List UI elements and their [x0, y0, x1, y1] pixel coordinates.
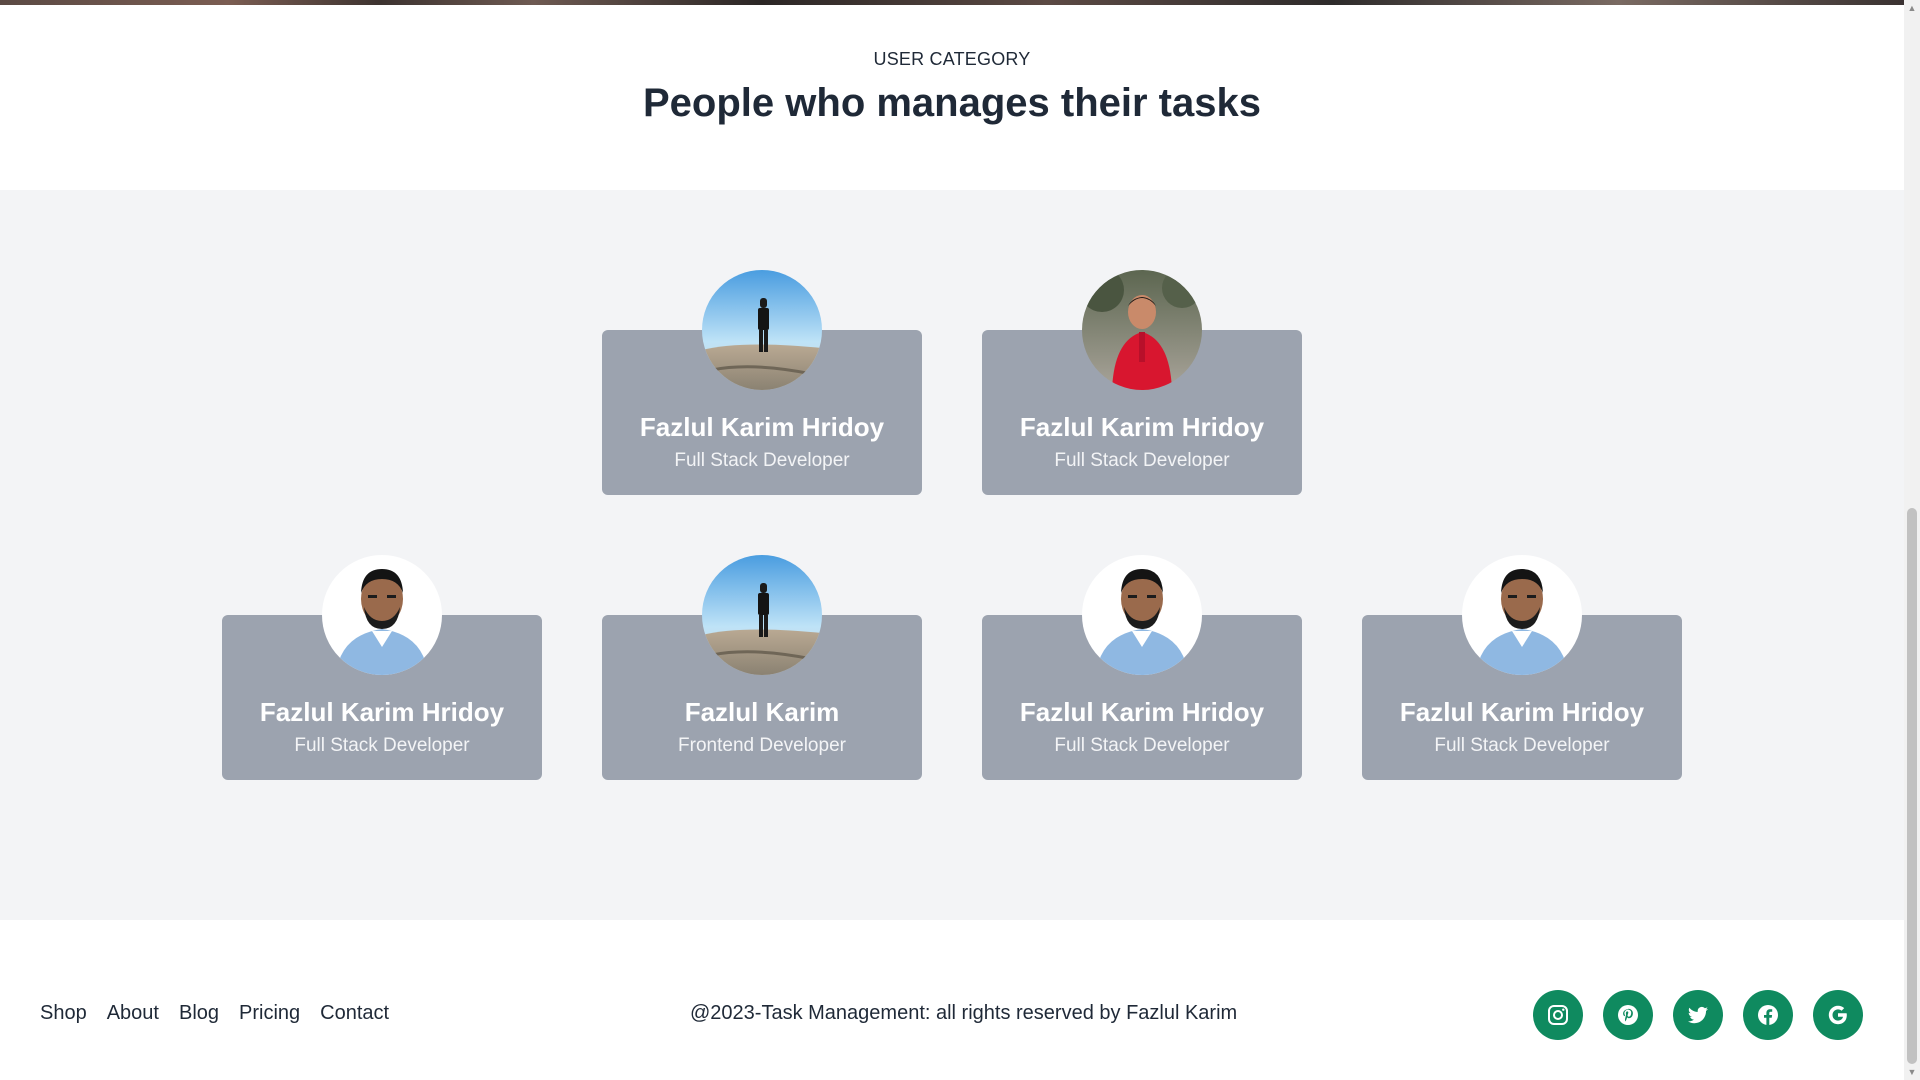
user-name: Fazlul Karim Hridoy [639, 412, 885, 442]
section-eyebrow: USER CATEGORY [873, 49, 1031, 69]
scroll-up-arrow-icon[interactable]: ▲ [1907, 3, 1917, 13]
footer-link-blog[interactable]: Blog [178, 1002, 220, 1024]
section-header: USER CATEGORY People who manages their t… [0, 5, 1904, 190]
portrait-blue-shirt-photo-icon [1082, 555, 1202, 675]
pinterest-icon [1618, 1005, 1638, 1025]
google-icon [1828, 1005, 1847, 1025]
red-shirt-photo-icon [1082, 270, 1202, 390]
user-avatar [1462, 555, 1582, 675]
beach-photo-icon [702, 555, 822, 675]
footer-nav: Shop About Blog Pricing Contact [40, 1002, 389, 1025]
user-avatar [1082, 270, 1202, 390]
user-role: Full Stack Developer [674, 450, 850, 471]
beach-photo-icon [702, 270, 822, 390]
footer-link-about[interactable]: About [106, 1002, 159, 1024]
user-name: Fazlul Karim Hridoy [1019, 697, 1265, 727]
user-card[interactable]: Fazlul Karim Hridoy Full Stack Developer [602, 330, 922, 495]
social-links [1533, 990, 1863, 1040]
user-role: Full Stack Developer [1054, 450, 1230, 471]
instagram-icon [1548, 1005, 1568, 1025]
facebook-button[interactable] [1743, 990, 1793, 1040]
portrait-blue-shirt-photo-icon [322, 555, 442, 675]
copyright-text: @2023-Task Management: all rights reserv… [690, 1002, 1238, 1024]
user-avatar [1082, 555, 1202, 675]
user-avatar [322, 555, 442, 675]
footer-link-shop[interactable]: Shop [40, 1002, 87, 1024]
twitter-button[interactable] [1673, 990, 1723, 1040]
section-title: People who manages their tasks [643, 81, 1261, 125]
user-avatar [702, 555, 822, 675]
user-name: Fazlul Karim Hridoy [1399, 697, 1645, 727]
footer: Shop About Blog Pricing Contact @2023-Ta… [0, 920, 1904, 1080]
user-name: Fazlul Karim Hridoy [259, 697, 505, 727]
vertical-scrollbar[interactable]: ▲ ▼ [1904, 0, 1920, 1080]
footer-link-contact[interactable]: Contact [320, 1002, 390, 1024]
user-avatar [702, 270, 822, 390]
instagram-button[interactable] [1533, 990, 1583, 1040]
user-role: Full Stack Developer [294, 735, 470, 756]
google-button[interactable] [1813, 990, 1863, 1040]
facebook-icon [1758, 1005, 1778, 1025]
twitter-icon [1688, 1006, 1708, 1024]
user-name: Fazlul Karim [684, 697, 840, 727]
user-cards-section: Fazlul Karim Hridoy Full Stack Developer… [0, 190, 1904, 920]
footer-link-pricing[interactable]: Pricing [239, 1002, 301, 1024]
scrollbar-thumb[interactable] [1907, 508, 1917, 1064]
user-role: Frontend Developer [678, 735, 846, 756]
hero-image-strip [0, 0, 1904, 5]
user-role: Full Stack Developer [1434, 735, 1610, 756]
portrait-blue-shirt-photo-icon [1462, 555, 1582, 675]
user-role: Full Stack Developer [1054, 735, 1230, 756]
user-card[interactable]: Fazlul Karim Frontend Developer [602, 615, 922, 780]
pinterest-button[interactable] [1603, 990, 1653, 1040]
user-name: Fazlul Karim Hridoy [1019, 412, 1265, 442]
scroll-down-arrow-icon[interactable]: ▼ [1907, 1067, 1917, 1077]
